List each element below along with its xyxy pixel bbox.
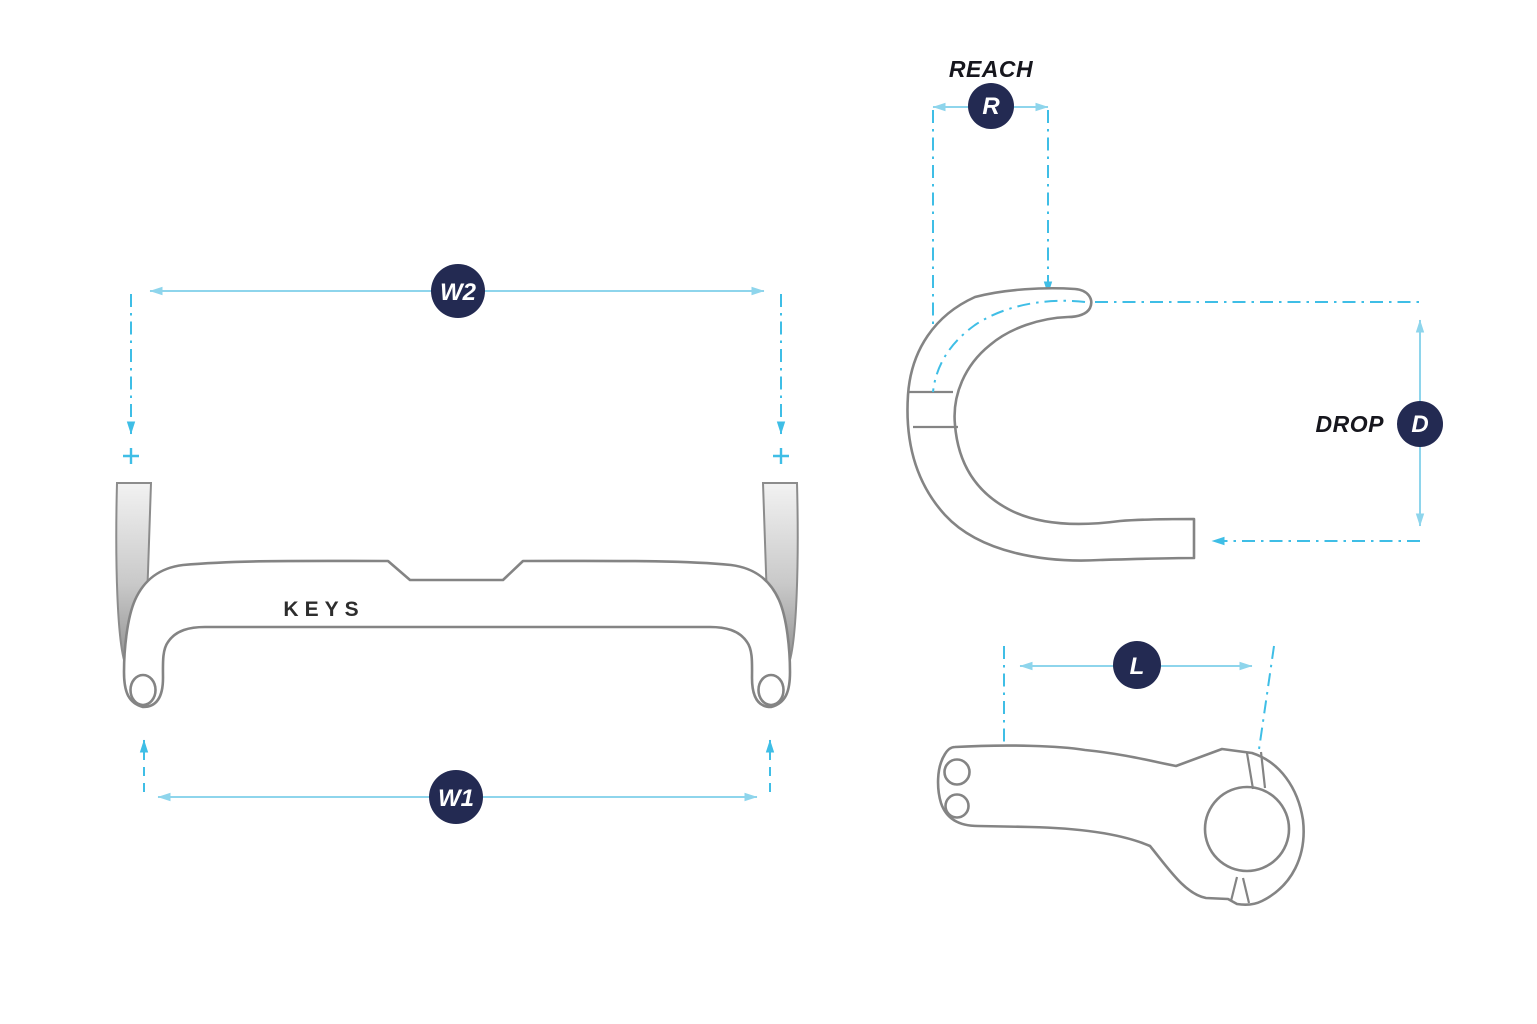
handlebar-front-body (122, 559, 792, 709)
stem-clamp-slit-top (1245, 751, 1267, 790)
w1-badge (429, 770, 483, 824)
stem-bar-clamp-bore (1203, 785, 1291, 873)
w2-dimension: W2 (123, 264, 789, 464)
stem-length-badge (1113, 641, 1161, 689)
stem-clamp-slit-bottom (1229, 876, 1251, 904)
reach-label: REACH (949, 56, 1033, 82)
drop-badge-label: D (1411, 411, 1428, 438)
reach-badge-label: R (982, 93, 1000, 120)
handlebar-side-view: REACH R DROP D (906, 56, 1443, 562)
w1-dimension: W1 (139, 739, 775, 824)
stem-body (936, 744, 1305, 907)
w2-badge-label: W2 (440, 279, 477, 306)
w2-badge (431, 264, 485, 318)
drop-badge (1397, 401, 1443, 447)
stem-top-view: L (936, 641, 1305, 907)
stem-bolt-hole-bottom (944, 793, 970, 819)
plus-marker-right (773, 448, 789, 464)
stem-bolt-hole-top (943, 758, 971, 786)
bar-centerline-curve (932, 299, 1086, 393)
plus-marker-left (123, 448, 139, 464)
handlebar-side-profile (906, 286, 1196, 562)
right-bar-end-opening (757, 673, 785, 707)
stem-length-badge-label: L (1130, 653, 1145, 680)
w1-badge-label: W1 (438, 785, 474, 812)
drop-label: DROP (1316, 411, 1385, 437)
left-bar-end-opening (129, 673, 157, 707)
drop-dimension: DROP D (1095, 301, 1443, 546)
reach-badge (968, 83, 1014, 129)
clamp-section-marks (909, 390, 958, 429)
stem-length-dimension: L (1003, 641, 1275, 833)
brand-logo: KEYS (283, 598, 364, 621)
handlebar-front-view: W2 KEYS W1 (115, 264, 799, 824)
